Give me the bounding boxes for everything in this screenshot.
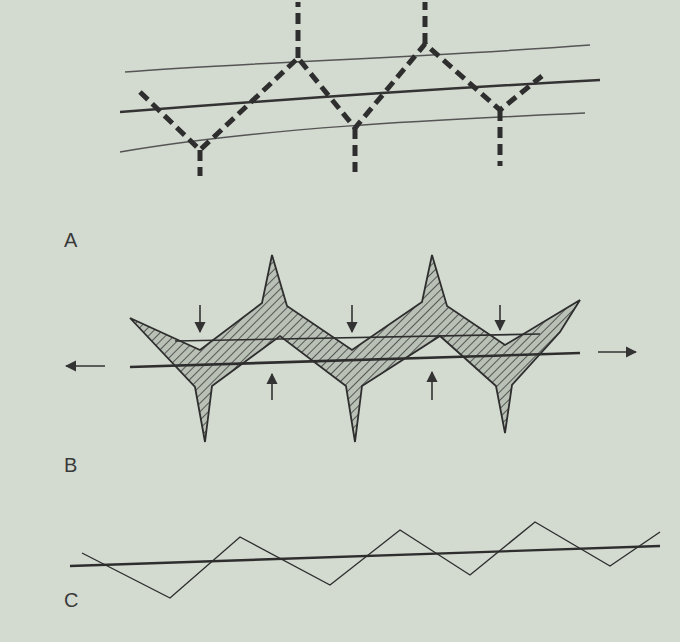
panel-a-figure <box>120 2 600 176</box>
layer-line <box>175 334 540 341</box>
layer-line <box>125 45 590 72</box>
stress-arrow <box>66 305 636 400</box>
zigzag-line <box>82 522 660 598</box>
panel-c-figure <box>70 522 660 598</box>
dashed-fold-trace <box>140 2 542 176</box>
panel-label: C <box>64 590 78 610</box>
panel-label: B <box>64 455 77 475</box>
panel-b-figure <box>66 255 636 442</box>
panel-label: A <box>64 230 77 250</box>
shaded-zigzag-band <box>130 255 580 442</box>
layer-line <box>70 546 660 566</box>
layer-line <box>130 353 580 367</box>
layer-line <box>120 80 600 112</box>
